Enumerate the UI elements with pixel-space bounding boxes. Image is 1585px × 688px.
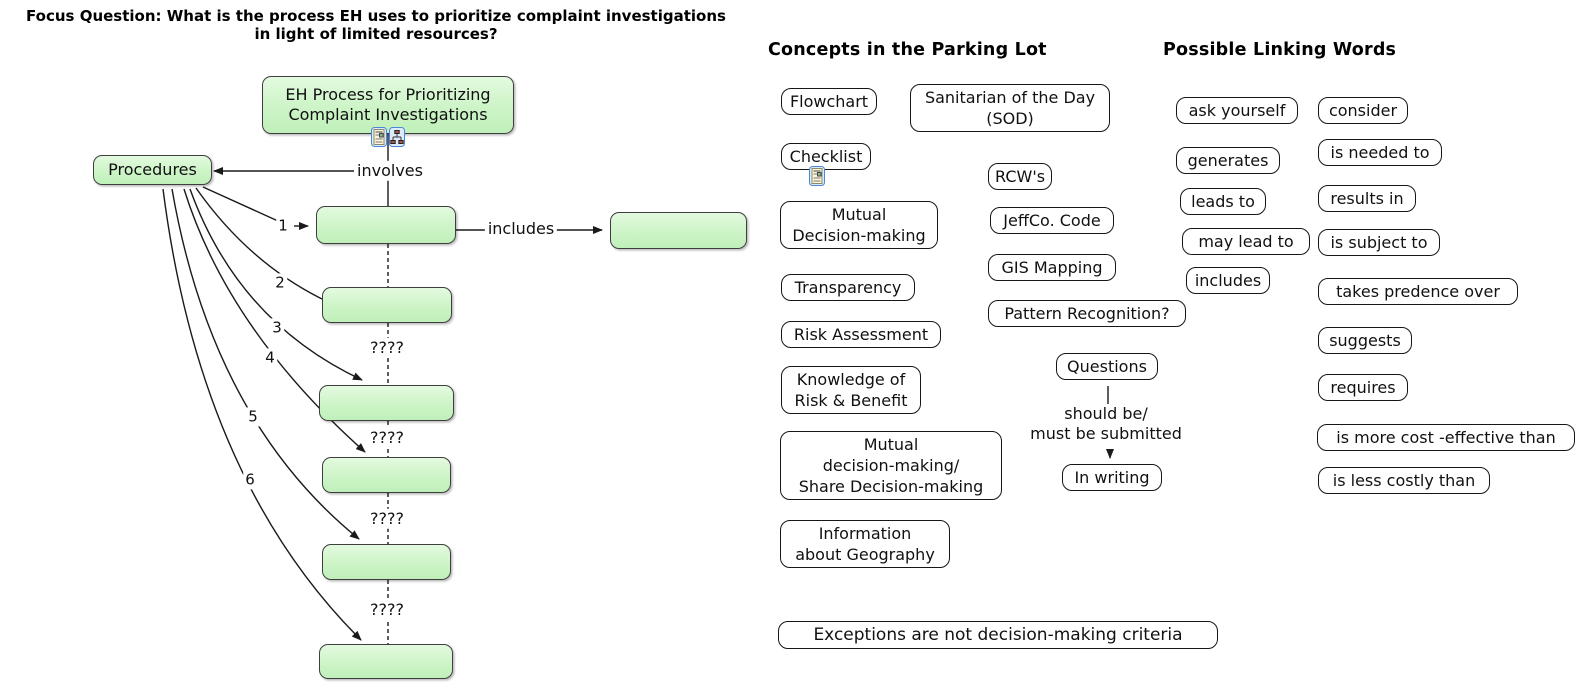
step-number-6[interactable]: 6 <box>243 470 257 490</box>
linking-word-suggests[interactable]: suggests <box>1318 327 1412 355</box>
link-label-unknown-4[interactable]: ???? <box>367 599 407 621</box>
concept-information-geography[interactable]: Information about Geography <box>780 520 950 569</box>
includes-target-box[interactable] <box>610 212 747 249</box>
concept-in-writing[interactable]: In writing <box>1062 464 1162 492</box>
linking-word-leads-to[interactable]: leads to <box>1180 188 1266 216</box>
step-box-2[interactable] <box>322 287 452 323</box>
concept-knowledge-risk-benefit[interactable]: Knowledge of Risk & Benefit <box>781 366 921 415</box>
checklist-resource-icons <box>809 166 825 190</box>
concept-transparency[interactable]: Transparency <box>781 274 915 302</box>
concept-questions[interactable]: Questions <box>1056 353 1158 381</box>
concept-flowchart[interactable]: Flowchart <box>781 88 877 116</box>
step-number-1[interactable]: 1 <box>276 216 290 236</box>
concept-map-resource-icon[interactable] <box>389 127 405 151</box>
concept-root[interactable]: EH Process for Prioritizing Complaint In… <box>262 76 514 134</box>
link-label-unknown-1[interactable]: ???? <box>367 337 407 359</box>
link-label-unknown-3[interactable]: ???? <box>367 508 407 530</box>
step-box-4[interactable] <box>322 457 451 493</box>
step-number-2[interactable]: 2 <box>273 273 287 293</box>
linking-word-requires[interactable]: requires <box>1318 374 1408 402</box>
concept-checklist[interactable]: Checklist <box>781 143 871 171</box>
concept-sanitarian-of-the-day[interactable]: Sanitarian of the Day (SOD) <box>910 84 1110 133</box>
concept-jeffco-code[interactable]: JeffCo. Code <box>990 207 1114 235</box>
linking-word-is-subject-to[interactable]: is subject to <box>1318 229 1440 257</box>
step-box-5[interactable] <box>322 544 451 580</box>
linking-word-generates[interactable]: generates <box>1176 147 1280 175</box>
step-number-3[interactable]: 3 <box>270 318 284 338</box>
root-resource-icons <box>371 127 405 151</box>
heading-parking-lot: Concepts in the Parking Lot <box>768 40 1047 60</box>
focus-question: Focus Question: What is the process EH u… <box>4 7 748 43</box>
step-number-4[interactable]: 4 <box>263 348 277 368</box>
concept-procedures[interactable]: Procedures <box>93 155 212 185</box>
linking-word-may-lead-to[interactable]: may lead to <box>1182 228 1310 256</box>
concept-pattern-recognition[interactable]: Pattern Recognition? <box>988 300 1186 328</box>
concept-mutual-decision-making[interactable]: Mutual Decision-making <box>780 201 938 250</box>
concept-exceptions-note[interactable]: Exceptions are not decision-making crite… <box>778 621 1218 650</box>
document-resource-icon[interactable] <box>371 127 387 151</box>
heading-linking-words: Possible Linking Words <box>1163 40 1397 60</box>
link-label-involves[interactable]: involves <box>354 160 426 182</box>
concept-rcws[interactable]: RCW's <box>988 163 1052 191</box>
linking-word-is-less-costly-than[interactable]: is less costly than <box>1318 467 1490 495</box>
step-number-5[interactable]: 5 <box>246 407 260 427</box>
linking-word-consider[interactable]: consider <box>1318 97 1408 125</box>
link-label-includes[interactable]: includes <box>484 218 558 240</box>
step-box-3[interactable] <box>319 385 454 421</box>
concept-gis-mapping[interactable]: GIS Mapping <box>988 254 1116 282</box>
link-label-must-be-submitted[interactable]: should be/ must be submitted <box>1030 404 1182 444</box>
linking-word-is-more-cost-effective-than[interactable]: is more cost -effective than <box>1317 424 1575 452</box>
concept-mutual-share-decision-making[interactable]: Mutual decision-making/ Share Decision-m… <box>780 431 1002 501</box>
step-box-1[interactable] <box>316 206 456 244</box>
linking-word-takes-predence-over[interactable]: takes predence over <box>1318 278 1518 306</box>
document-resource-icon[interactable] <box>809 166 825 190</box>
linking-word-results-in[interactable]: results in <box>1318 185 1416 213</box>
focus-question-line2: in light of limited resources? <box>254 25 498 43</box>
linking-word-is-needed-to[interactable]: is needed to <box>1318 139 1442 167</box>
focus-question-line1: Focus Question: What is the process EH u… <box>26 7 726 25</box>
link-label-unknown-2[interactable]: ???? <box>367 427 407 449</box>
step-box-6[interactable] <box>319 644 453 679</box>
concept-risk-assessment[interactable]: Risk Assessment <box>781 321 941 349</box>
linking-word-ask-yourself[interactable]: ask yourself <box>1176 97 1298 125</box>
linking-word-includes[interactable]: includes <box>1186 267 1270 295</box>
